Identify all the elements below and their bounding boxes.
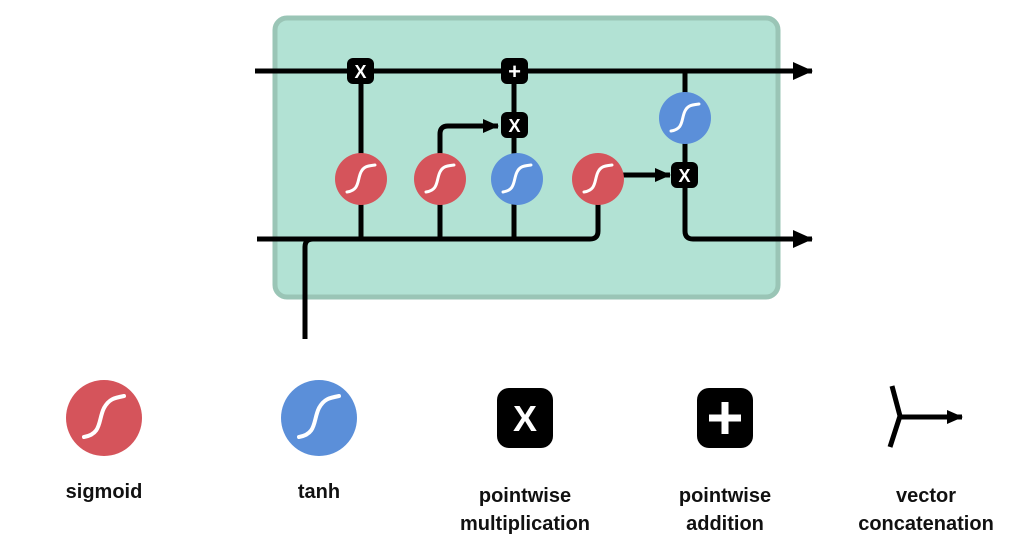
forget-gate-sigmoid bbox=[335, 153, 387, 205]
cell-add-op: + bbox=[501, 58, 528, 84]
svg-text:+: + bbox=[508, 59, 521, 84]
legend-tanh-text: tanh bbox=[297, 481, 341, 503]
forget-multiply-op: X bbox=[347, 58, 374, 84]
legend-concatenation-line1: vector bbox=[895, 485, 957, 507]
legend-multiplication-line2: multiplication bbox=[460, 513, 590, 535]
input-xt-line bbox=[302, 236, 314, 339]
legend-label-sigmoid: sigmoid bbox=[4, 478, 204, 506]
svg-text:X: X bbox=[513, 398, 537, 439]
pointwise-multiplication-icon: X bbox=[497, 388, 553, 448]
input-hidden-line bbox=[257, 200, 601, 242]
svg-text:X: X bbox=[508, 116, 520, 136]
output-tanh bbox=[659, 92, 711, 144]
candidate-tanh bbox=[491, 153, 543, 205]
legend-multiplication-line1: pointwise bbox=[478, 485, 572, 507]
input-gate-line bbox=[437, 119, 499, 239]
tanh-icon bbox=[281, 380, 357, 456]
legend-label-tanh: tanh bbox=[219, 478, 419, 506]
legend-label-concatenation: vector concatenation bbox=[826, 482, 1024, 538]
legend-addition-line2: addition bbox=[686, 513, 764, 535]
legend-label-multiplication: pointwise multiplication bbox=[425, 482, 625, 538]
legend-concatenation-line2: concatenation bbox=[858, 513, 994, 535]
svg-text:X: X bbox=[354, 62, 366, 82]
legend-sigmoid-text: sigmoid bbox=[65, 481, 143, 503]
input-multiply-op: X bbox=[501, 112, 528, 138]
input-gate-sigmoid bbox=[414, 153, 466, 205]
pointwise-addition-icon bbox=[697, 388, 753, 448]
hidden-output-line bbox=[682, 175, 813, 248]
sigmoid-icon bbox=[66, 380, 142, 456]
output-gate-sigmoid bbox=[572, 153, 624, 205]
legend-addition-line1: pointwise bbox=[678, 485, 772, 507]
vector-concatenation-icon bbox=[887, 385, 963, 448]
output-multiply-op: X bbox=[671, 162, 698, 188]
legend-label-addition: pointwise addition bbox=[625, 482, 825, 538]
svg-text:X: X bbox=[678, 166, 690, 186]
